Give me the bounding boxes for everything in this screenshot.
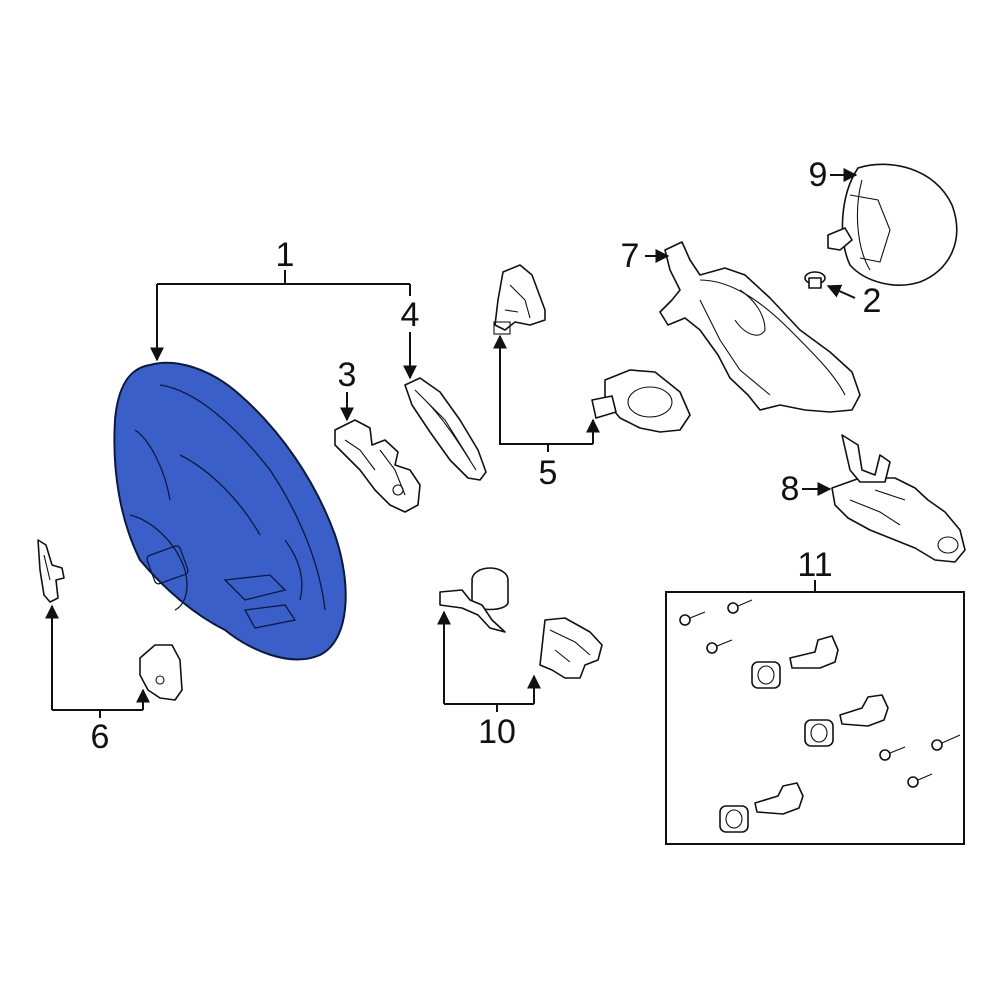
callout-6: 6 xyxy=(91,718,110,756)
part-5-switch-upper[interactable] xyxy=(493,264,546,335)
part-11-hardware-kit[interactable] xyxy=(665,591,965,845)
part-9-airbag[interactable] xyxy=(827,163,958,286)
part-5-switch-lower[interactable] xyxy=(591,369,691,433)
part-6-cover[interactable] xyxy=(139,644,183,701)
part-3-bracket[interactable] xyxy=(334,419,421,513)
callout-10: 10 xyxy=(478,713,516,751)
callout-9: 9 xyxy=(809,156,828,194)
part-7-trim-cover[interactable] xyxy=(659,241,861,413)
callout-5: 5 xyxy=(539,454,558,492)
callout-2: 2 xyxy=(863,282,882,320)
callout-3: 3 xyxy=(338,356,357,394)
part-4-cover-plate[interactable] xyxy=(404,377,487,481)
kit-screw xyxy=(679,599,961,788)
part-2-bolt[interactable] xyxy=(804,271,826,289)
kit-bushing xyxy=(719,661,834,833)
leader-lines xyxy=(45,168,858,718)
part-10-switch-left[interactable] xyxy=(439,567,509,633)
callout-1: 1 xyxy=(276,236,295,274)
callout-11: 11 xyxy=(797,546,832,584)
kit-pin xyxy=(754,635,889,815)
part-6-clip-upper[interactable] xyxy=(37,539,65,603)
callout-8: 8 xyxy=(781,470,800,508)
part-10-switch-right[interactable] xyxy=(539,617,603,679)
callout-7: 7 xyxy=(621,237,640,275)
callout-4: 4 xyxy=(401,296,420,334)
part-8-housing[interactable] xyxy=(831,434,966,563)
callout-numbers: 1 2 3 4 5 6 7 8 9 10 11 xyxy=(91,156,882,756)
steering-wheel[interactable] xyxy=(113,361,347,661)
